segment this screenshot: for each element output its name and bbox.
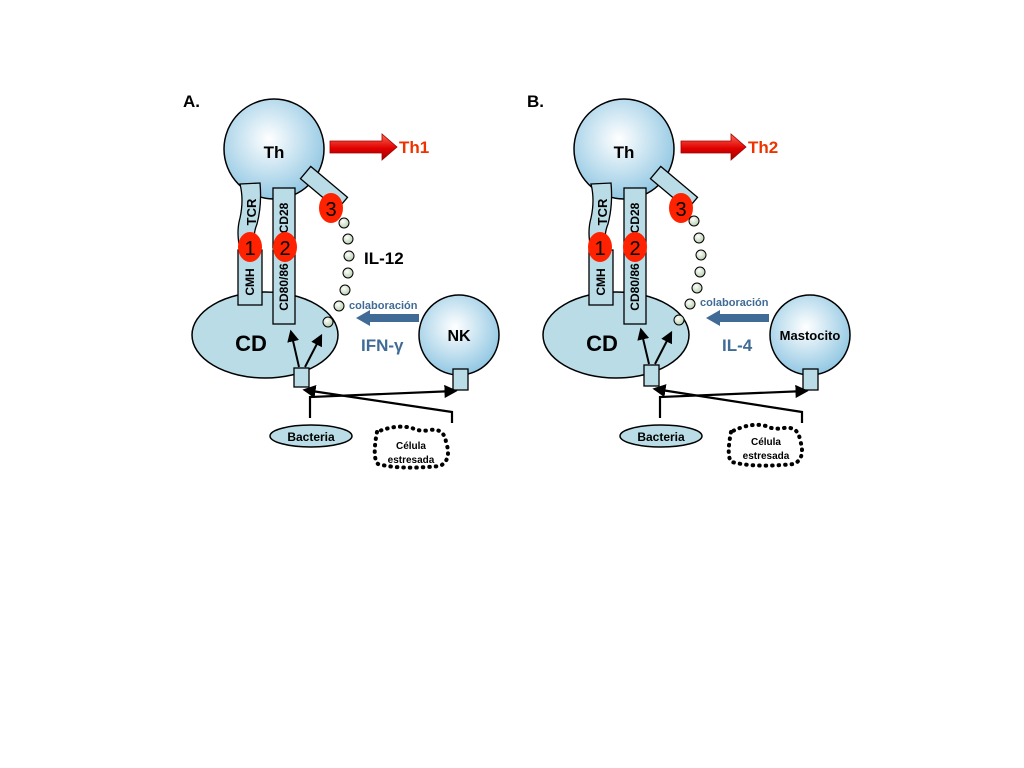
activation-arrow xyxy=(304,333,323,368)
signal-1-badge xyxy=(588,232,612,262)
partner-pattern-receptor xyxy=(802,368,819,391)
tcr-label: TCR xyxy=(595,198,610,225)
bacteria-label: Bacteria xyxy=(287,430,335,444)
outcome-label: Th1 xyxy=(399,138,429,157)
signal-2-badge xyxy=(273,232,297,262)
cytokine-side-label: IL-4 xyxy=(722,336,753,355)
collaboration-arrow xyxy=(706,310,769,326)
stressed-cell xyxy=(726,422,804,468)
cytokine-bead xyxy=(343,250,355,262)
cytokine-beads xyxy=(322,217,355,328)
stressed-cell-label-1: Célula xyxy=(396,441,426,452)
cytokine-bead xyxy=(333,300,345,312)
cytokine-top-label: IL-12 xyxy=(364,249,404,268)
crossing-arrow xyxy=(652,384,804,423)
cytokine-bead xyxy=(342,267,354,279)
tcr-label: TCR xyxy=(244,198,259,225)
bacteria-cell xyxy=(619,424,703,448)
partner-label: NK xyxy=(447,328,471,345)
cytokine-bead xyxy=(684,298,696,310)
cytokine-bead xyxy=(691,282,703,294)
cytokine-bead xyxy=(339,284,351,296)
stressed-cell-label-2: estresada xyxy=(388,455,435,466)
cd-label: CD xyxy=(586,331,618,356)
cmh-label: CMH xyxy=(594,268,608,295)
cytokine-bead xyxy=(695,249,707,261)
activation-arrow xyxy=(287,329,300,368)
cd80-86-label: CD80/86 xyxy=(628,263,642,311)
panel-label: B. xyxy=(527,92,544,111)
signal-1-badge xyxy=(238,232,262,262)
outcome-label: Th2 xyxy=(748,138,778,157)
signal-3-label: 3 xyxy=(675,199,686,221)
th-label: Th xyxy=(264,143,285,162)
signal-3-badge xyxy=(319,193,343,223)
cytokine-bead xyxy=(342,233,354,245)
signal-1-label: 1 xyxy=(244,238,255,260)
cytokine-bead xyxy=(693,232,705,244)
crossing-arrow xyxy=(658,384,809,418)
collaboration-label: colaboración xyxy=(349,300,418,312)
partner-pattern-receptor xyxy=(452,368,469,391)
cytokine-bead xyxy=(338,217,350,229)
cd80-86-label: CD80/86 xyxy=(277,263,291,311)
activation-arrow xyxy=(654,330,673,365)
activation-arrow xyxy=(637,327,650,365)
signal-2-label: 2 xyxy=(629,238,640,260)
stressed-cell xyxy=(372,424,450,470)
cytokine-bead xyxy=(673,314,685,326)
collaboration-label: colaboración xyxy=(700,297,769,309)
signal-2-label: 2 xyxy=(279,238,290,260)
crossing-arrow xyxy=(302,385,454,423)
signal-2-badge xyxy=(623,232,647,262)
signal-1-label: 1 xyxy=(594,238,605,260)
bacteria-cell xyxy=(269,424,353,448)
differentiation-arrow xyxy=(329,133,398,161)
cytokine-bead xyxy=(322,316,334,328)
cd-pattern-receptor xyxy=(643,364,660,387)
partner-label: Mastocito xyxy=(780,328,841,343)
cd28-label: CD28 xyxy=(628,202,642,233)
signal-3-badge xyxy=(669,193,693,223)
collaboration-arrow xyxy=(356,310,419,326)
th-label: Th xyxy=(614,143,635,162)
stressed-cell-label-2: estresada xyxy=(743,451,790,462)
cytokine-bead xyxy=(694,266,706,278)
dendritic-cell xyxy=(542,291,690,379)
cytokine-bead xyxy=(688,215,700,227)
differentiation-arrow xyxy=(680,133,747,161)
cytokine-beads xyxy=(673,215,707,326)
panel-b: B. CD Th Th2 TCR CMH CD28 CD80/86 1 2 3 xyxy=(527,92,851,468)
panel-label: A. xyxy=(183,92,200,111)
cd-label: CD xyxy=(235,331,267,356)
bacteria-label: Bacteria xyxy=(637,430,685,444)
cd-pattern-receptor xyxy=(293,367,310,388)
panel-a: A. CD Th Th1 TCR CMH CD28 CD80/86 1 2 3 xyxy=(183,92,500,470)
stressed-cell-label-1: Célula xyxy=(751,437,781,448)
dendritic-cell xyxy=(191,291,339,379)
cytokine-side-label: IFN-γ xyxy=(361,336,404,355)
signal-3-label: 3 xyxy=(325,199,336,221)
cd28-label: CD28 xyxy=(277,202,291,233)
cmh-label: CMH xyxy=(243,268,257,295)
